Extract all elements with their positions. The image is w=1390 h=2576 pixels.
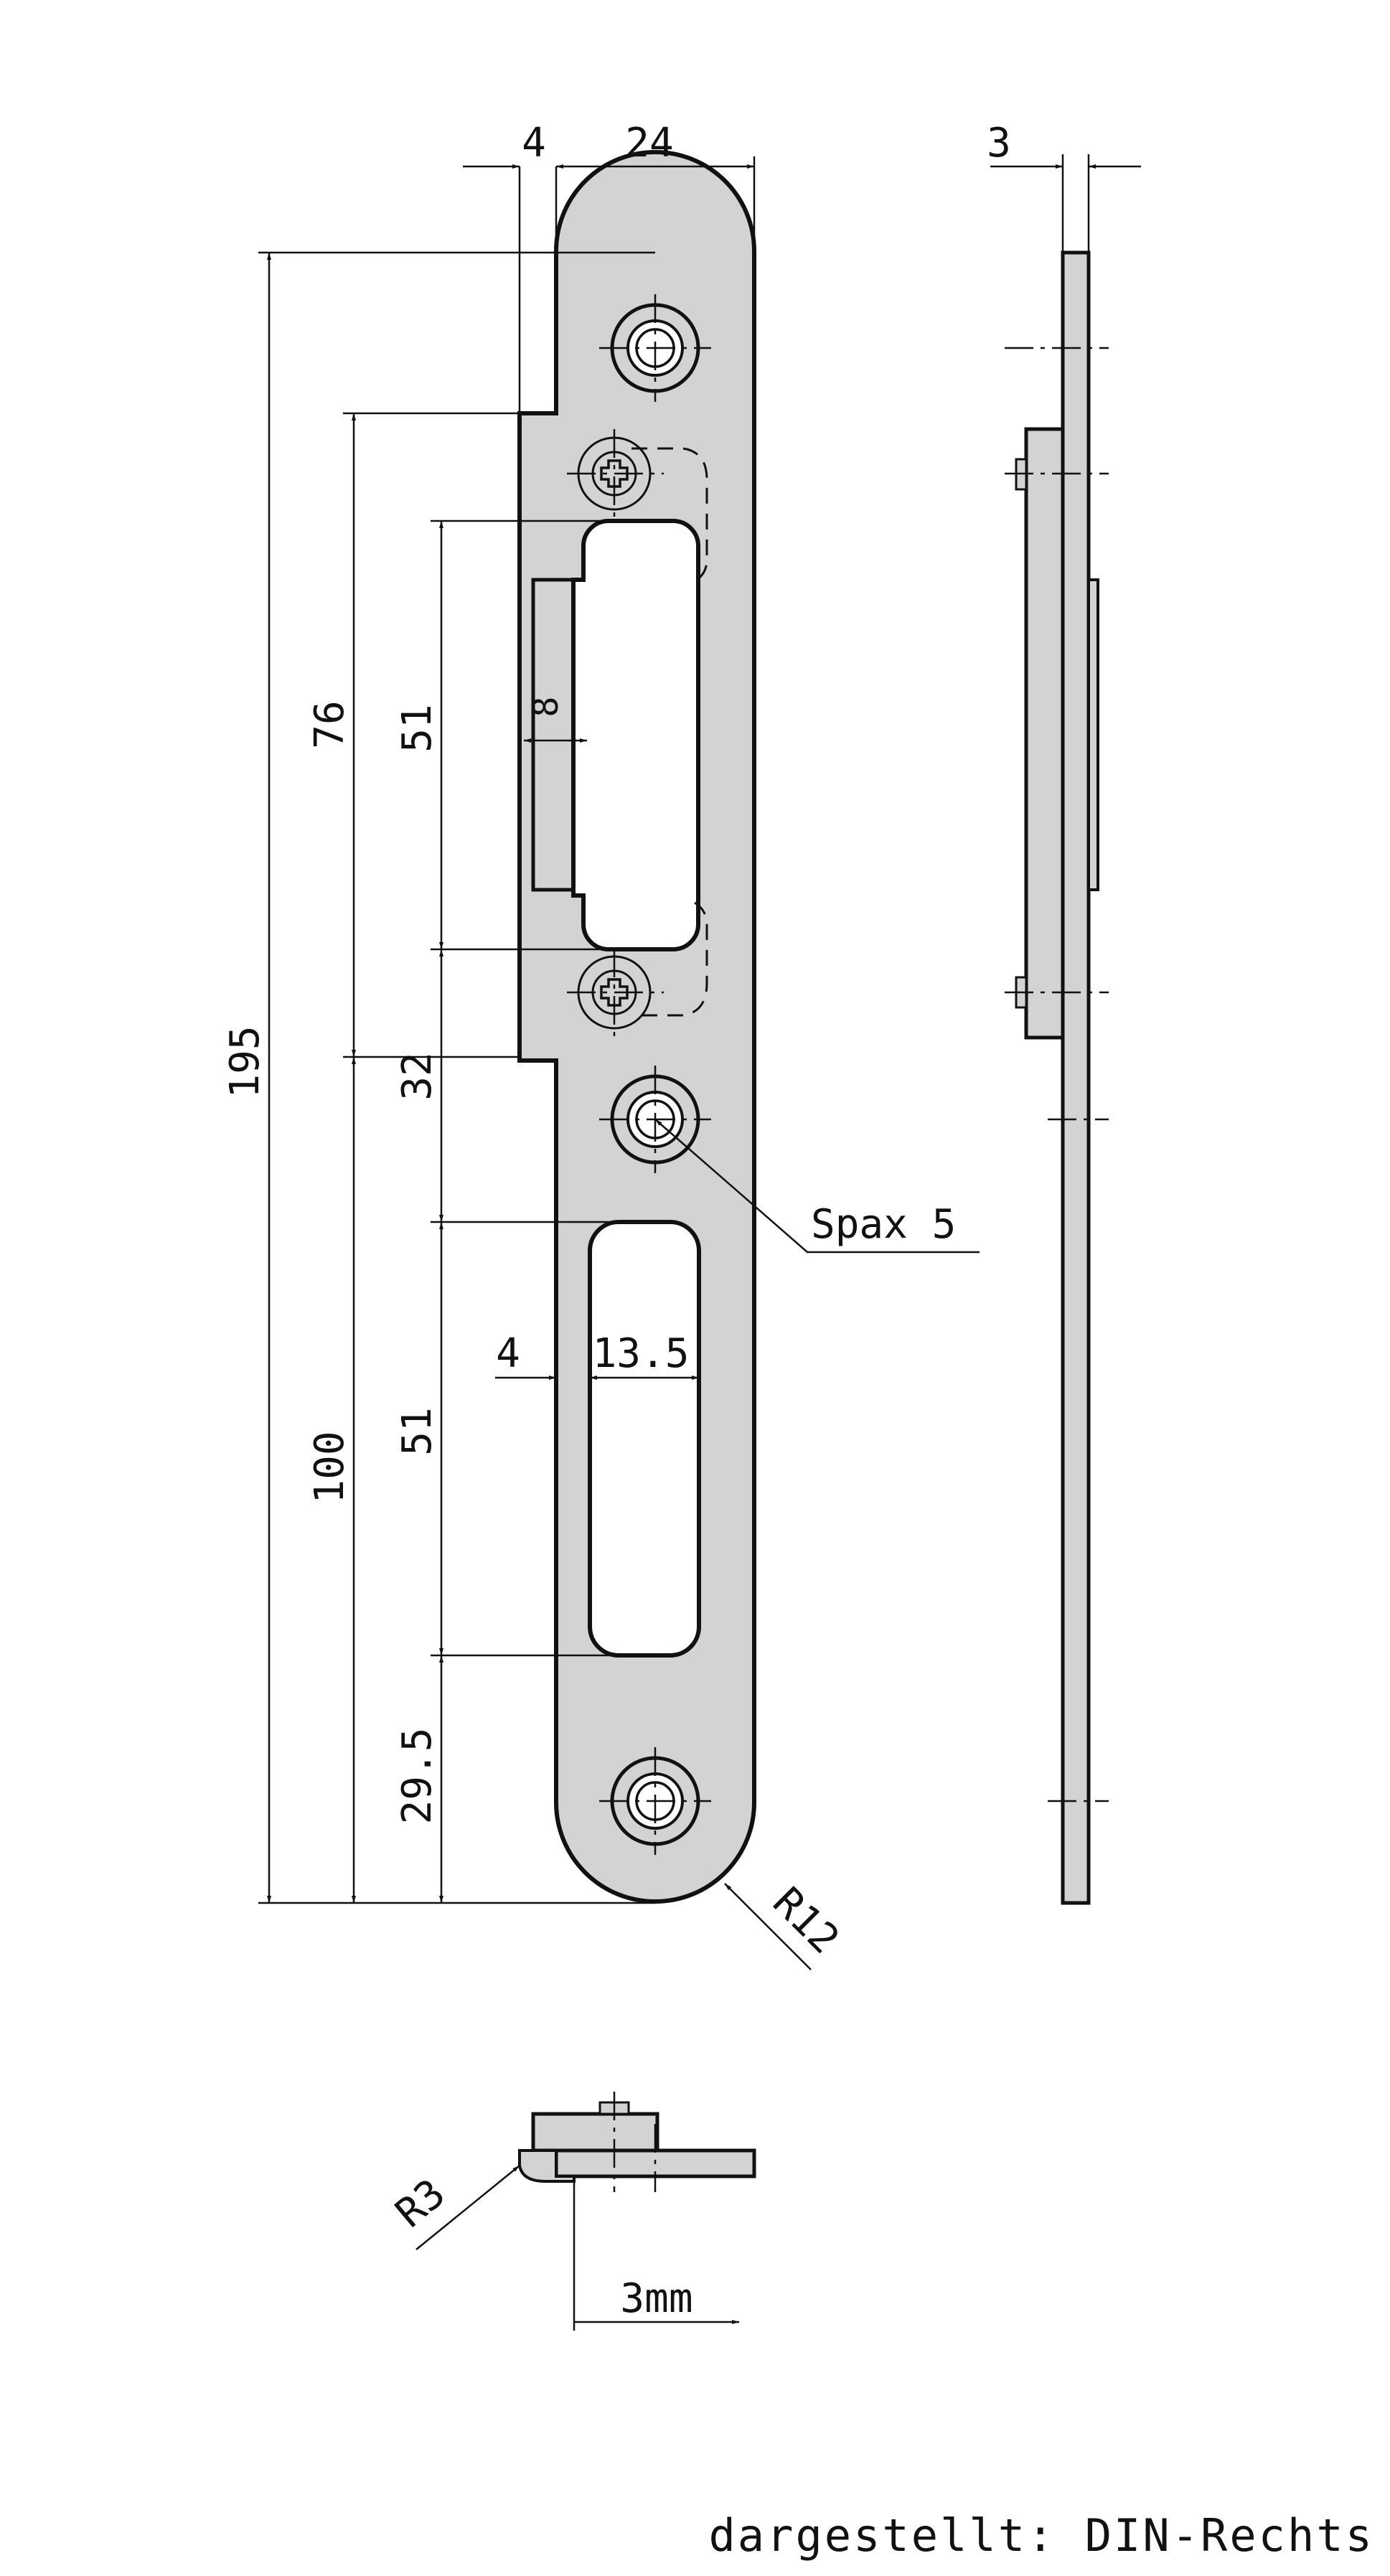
front-view-dimensions bbox=[258, 156, 980, 1970]
bottom-screw-hole bbox=[599, 1747, 711, 1855]
dim-label-latch-width: 8 bbox=[526, 697, 566, 718]
side-view bbox=[990, 154, 1141, 1905]
dim-label-total-height: 195 bbox=[222, 1025, 268, 1098]
plan-latch-body bbox=[531, 2112, 659, 2153]
bottom-view bbox=[415, 2092, 756, 2331]
dim-label-corner-radius: R12 bbox=[764, 1879, 847, 1962]
dim-label-slot-width: 13.5 bbox=[593, 1330, 690, 1377]
lower-bolt-slot bbox=[588, 1220, 701, 1658]
dim-label-width: 24 bbox=[625, 120, 673, 166]
lower-torx-screw bbox=[567, 949, 664, 1038]
screw-callout-label: Spax 5 bbox=[811, 1201, 956, 1248]
dim-label-thickness: 3 bbox=[987, 120, 1011, 166]
upper-torx-screw bbox=[567, 429, 664, 518]
dim-label-bottom-offset: 29.5 bbox=[394, 1728, 441, 1825]
drawing-caption: dargestellt: DIN-Rechts bbox=[708, 2509, 1374, 2562]
dim-label-mid-gap: 32 bbox=[394, 1052, 441, 1100]
upper-screw-recess-hidden bbox=[631, 447, 708, 583]
side-plate bbox=[1061, 250, 1091, 1905]
top-screw-hole bbox=[599, 294, 711, 402]
dim-label-slot-offset: 4 bbox=[496, 1330, 520, 1377]
dim-label-lower-slot: 51 bbox=[394, 1407, 441, 1455]
lower-screw-recess-hidden bbox=[631, 901, 708, 1017]
dim-label-lip-offset: 3mm bbox=[620, 2275, 692, 2322]
dim-label-backset-left: 4 bbox=[522, 120, 546, 166]
upper-latch-slot bbox=[571, 519, 700, 951]
dim-label-upper-section: 76 bbox=[306, 700, 353, 748]
side-tongue bbox=[1087, 578, 1099, 891]
side-latch-body bbox=[1024, 427, 1065, 1040]
dim-label-lower-section: 100 bbox=[306, 1431, 353, 1503]
dim-label-upper-slot: 51 bbox=[394, 704, 441, 752]
dimension-labels: 4 24 3 195 76 100 51 32 51 29.5 8 4 13.5… bbox=[222, 120, 1374, 2562]
front-view bbox=[517, 150, 756, 1904]
